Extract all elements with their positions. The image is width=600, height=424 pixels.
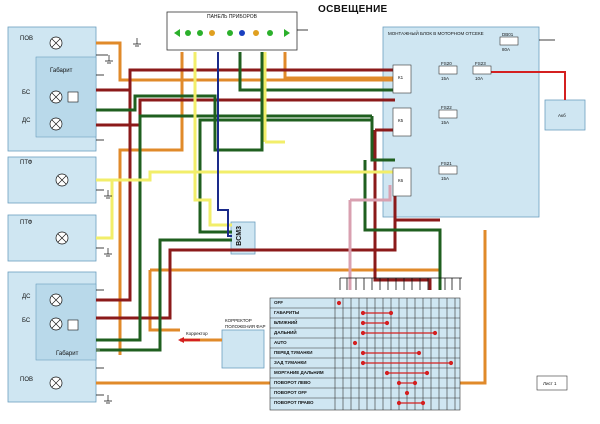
corrector-box [221,329,265,369]
lamp-label-pov: ПОВ [20,36,33,42]
fuse-rating: 10A [475,76,484,81]
switch-row: ПОВОРОТ ПРАВО [274,400,314,405]
lamp-label-ds2: ДС [22,294,31,300]
relay-k5: К5 [398,118,404,123]
dashboard-label: ПАНЕЛЬ ПРИБОРОВ [207,14,257,20]
switch-row: ПОВОРОТ OFF [274,390,307,395]
fuse-rating: 80A [502,47,511,52]
engine-block-label: МОНТАЖНЫЙ БЛОК В МОТОРНОМ ОТСЕКЕ [388,31,484,36]
fuse-rating: 15A [441,76,450,81]
ptf2-box [7,214,97,262]
fuse-fs20: FS20 [441,61,452,66]
lamp-label-ptf1: ПТФ [20,160,33,166]
lamp-label-ds: ДС [22,118,31,124]
switch-row: ПОВОРОТ ЛЕВО [274,380,311,385]
switch-row: OFF [274,300,283,305]
lamp-label-bs: БС [22,90,31,96]
relay-k6: К6 [398,178,404,183]
switch-row: БЛИЖНИЙ [274,320,298,325]
switch-row: ПЕРЕД ТУМАНКИ [274,350,313,355]
fuse-db01: DB01 [502,32,514,37]
battery-label: Акб [558,113,566,118]
switch-row: AUTO [274,340,287,345]
switch-row: ДАЛЬНИЙ [274,330,297,335]
fuse-fs22: FS22 [441,105,452,110]
lamp-label-gabarit: Габарит [50,68,73,74]
ptf1-box [7,156,97,204]
fuse-rating: 15A [441,120,450,125]
switch-row: ЗАД ТУМАНКИ [274,360,307,365]
page-title: ОСВЕЩЕНИЕ [318,4,388,15]
lamp-label-bs2: БС [22,318,31,324]
switch-row: ГАБАРИТЫ [274,310,300,315]
fuse-fs21: FS21 [441,161,452,166]
fuse-rating: 15A [441,176,450,181]
lamp-label-ptf2: ПТФ [20,220,33,226]
sheet-label: Лист 1 [543,381,557,386]
battery-box [544,99,586,131]
corrector-label: КОРРЕКТОР ПОЛОЖЕНИЯ ФАР [225,318,266,329]
fuse-fs23: FS23 [475,61,486,66]
switch-row: МОРГАНИЕ ДАЛЬНИМ [274,370,324,375]
lamp-label-pov2: ПОВ [20,377,33,383]
corrector-sensor-label: Корректор [186,331,208,336]
lamp-label-gabarit2: Габарит [56,351,79,357]
bcm-label: BCM3 [236,226,243,246]
relay-k1: К1 [398,75,404,80]
